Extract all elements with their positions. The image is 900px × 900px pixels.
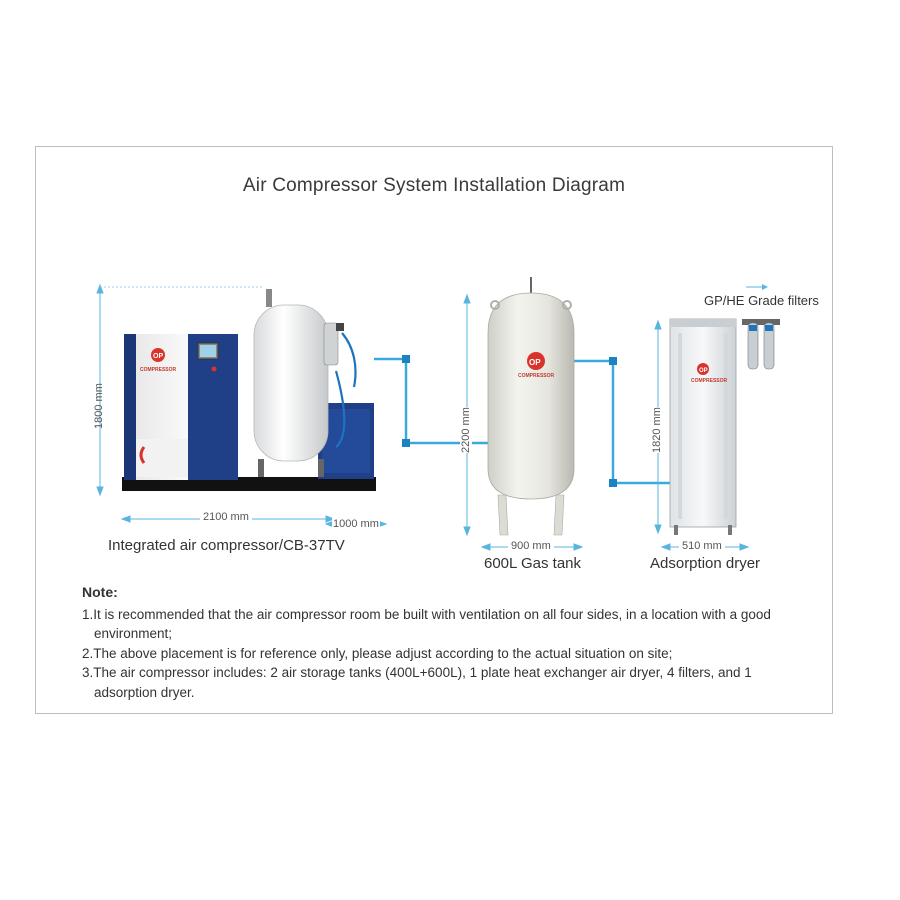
svg-text:OP: OP [153,353,163,360]
compressor-brand-text: COMPRESSOR [140,367,177,373]
tank-brand-text: COMPRESSOR [518,373,555,379]
dryer-height-label: 1820 mm [651,407,663,453]
tank-label: 600L Gas tank [484,555,582,572]
filters-label: GP/HE Grade filters [704,293,819,308]
note-item: 1.It is recommended that the air compres… [82,606,771,642]
air-pipes [374,357,670,485]
tank-height-label: 2200 mm [460,407,472,453]
svg-text:OP: OP [529,358,541,367]
notes-heading: Note: [82,584,118,600]
adsorption-dryer: OP [669,318,737,535]
equipment-illustration: OP [96,277,780,551]
compressor-height-label: 1800 mm [93,383,105,429]
diagram-title: Air Compressor System Installation Diagr… [242,175,626,196]
dryer-brand-text: COMPRESSOR [691,378,728,384]
compressor-width-label: 2100 mm [200,511,252,523]
gas-tank: OP [487,277,575,536]
note-item: 3.The air compressor includes: 2 air sto… [82,665,752,700]
notes-section: Note: 1.It is recommended that the air c… [82,583,812,702]
tank-width-label: 900 mm [508,540,554,552]
compressor-logo-icon [151,348,165,362]
grade-filters [742,284,780,370]
dryer-logo-icon [697,363,709,375]
air-compressor-unit: OP [122,289,376,491]
compressor-label: Integrated air compressor/CB-37TV [108,537,345,554]
tank-logo-icon [527,352,545,370]
note-item: 2.The above placement is for reference o… [82,645,673,661]
dryer-width-label: 510 mm [679,540,725,552]
svg-text:OP: OP [699,368,708,374]
diagram-frame: Air Compressor System Installation Diagr… [35,146,833,714]
compressor-depth-label: 1000 mm [332,518,380,530]
dryer-label: Adsorption dryer [650,555,761,572]
